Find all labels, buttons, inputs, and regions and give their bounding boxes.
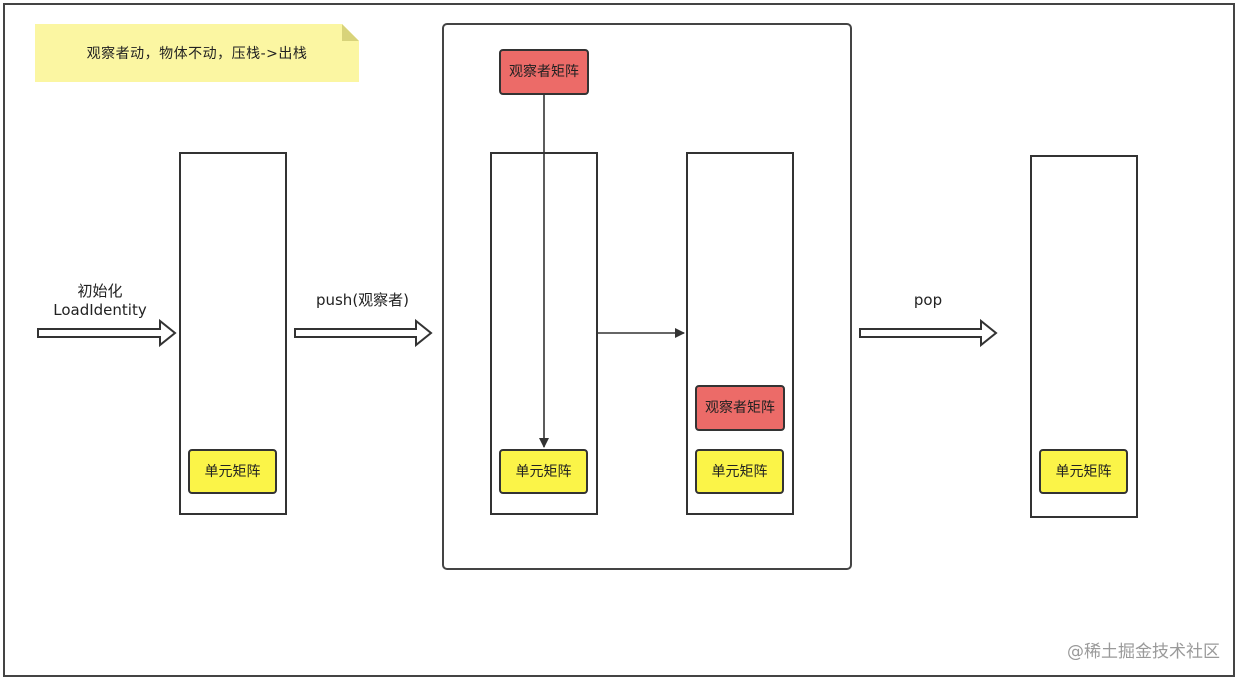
- viewer-matrix-cell: 观察者矩阵: [695, 385, 785, 431]
- identity-matrix-label: 单元矩阵: [711, 463, 768, 480]
- pop-label: pop: [893, 291, 963, 310]
- identity-matrix-label: 单元矩阵: [515, 463, 572, 480]
- identity-matrix-cell: 单元矩阵: [1039, 449, 1128, 494]
- init-label-line1: 初始化: [77, 282, 123, 300]
- pop-label-text: pop: [913, 291, 943, 309]
- pop-block-arrow: [859, 318, 998, 348]
- init-label-line2: LoadIdentity: [53, 301, 147, 319]
- identity-matrix-cell: 单元矩阵: [188, 449, 277, 494]
- viewer-matrix-source-label: 观察者矩阵: [509, 64, 579, 80]
- init-label: 初始化 LoadIdentity: [40, 282, 160, 320]
- watermark: @稀土掘金技术社区: [1067, 642, 1220, 662]
- identity-matrix-label: 单元矩阵: [1055, 463, 1112, 480]
- push-label-text: push(观察者): [315, 291, 410, 309]
- viewer-matrix-source: 观察者矩阵: [499, 49, 589, 95]
- identity-matrix-cell: 单元矩阵: [695, 449, 784, 494]
- title-note-text: 观察者动，物体不动，压栈->出栈: [86, 46, 308, 62]
- identity-matrix-label: 单元矩阵: [204, 463, 261, 480]
- push-block-arrow: [294, 318, 433, 348]
- init-block-arrow: [37, 318, 177, 348]
- title-note: 观察者动，物体不动，压栈->出栈: [35, 24, 359, 82]
- viewer-matrix-label: 观察者矩阵: [705, 400, 775, 416]
- push-step-group: [442, 23, 852, 570]
- push-label: push(观察者): [300, 291, 425, 310]
- identity-matrix-cell: 单元矩阵: [499, 449, 588, 494]
